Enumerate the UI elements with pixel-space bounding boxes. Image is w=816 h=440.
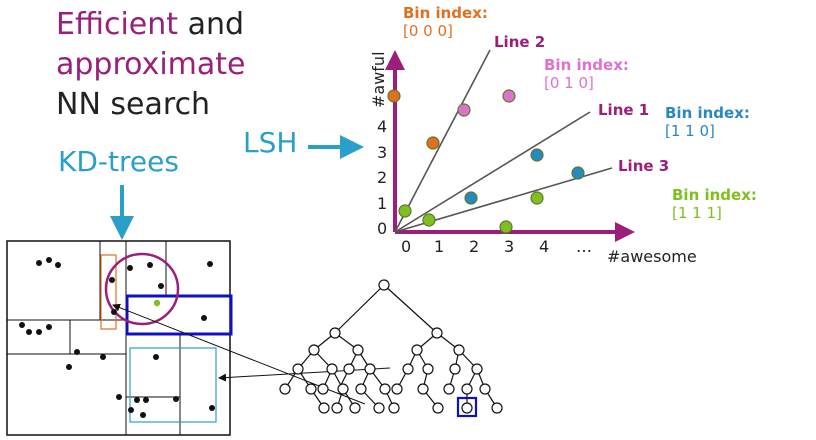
bin-label-111: Bin index: [1 1 1] (672, 186, 757, 222)
bin-value: [1 1 1] (672, 204, 722, 222)
lsh-plot: #awful #awesome 0 1 2 3 4 … 0 1 2 3 4 (369, 49, 697, 266)
x-tick: 3 (504, 237, 514, 256)
point-green (422, 213, 436, 227)
bin-title: Bin index: (672, 186, 757, 204)
point-teal (464, 191, 478, 205)
data-points (387, 89, 585, 234)
bin-title: Bin index: (665, 104, 750, 122)
y-tick: 3 (377, 143, 387, 162)
hash-line-1 (394, 111, 591, 233)
x-tick: 0 (401, 237, 411, 256)
title-and: and (178, 7, 245, 42)
line-1-label: Line 1 (598, 101, 650, 119)
point-orange (426, 136, 440, 150)
x-tick: 4 (539, 237, 549, 256)
kd-trees-label: KD-trees (58, 145, 179, 178)
query-point (153, 299, 161, 307)
light-blue-box (129, 347, 217, 423)
y-tick: 0 (377, 219, 387, 238)
point-green (499, 220, 513, 234)
kd-tree (279, 279, 503, 418)
point-pink (502, 89, 516, 103)
kd-partition (6, 240, 233, 436)
search-radius-circle (104, 252, 180, 326)
point-teal (530, 148, 544, 162)
title-line-3: NN search (56, 87, 211, 122)
bin-label-010: Bin index: [0 1 0] (544, 56, 629, 92)
y-axis-label: #awful (369, 51, 388, 108)
lsh-label: LSH (243, 126, 298, 159)
bin-value: [1 1 0] (665, 122, 715, 140)
x-tick: 1 (434, 237, 444, 256)
hash-line-2 (394, 49, 491, 233)
bin-label-110: Bin index: [1 1 0] (665, 104, 750, 140)
bin-value: [0 0 0] (403, 22, 453, 40)
line-3-label: Line 3 (618, 157, 670, 175)
orange-query-box (100, 254, 117, 330)
x-tick: 2 (469, 237, 479, 256)
y-tick: 4 (377, 117, 387, 136)
bin-title: Bin index: (544, 56, 629, 74)
y-tick: 1 (377, 194, 387, 213)
y-tick: 2 (377, 168, 387, 187)
bin-title: Bin index: (403, 4, 488, 22)
point-green (530, 191, 544, 205)
title-line-2: approximate (56, 47, 246, 82)
bin-label-000: Bin index: [0 0 0] (403, 4, 488, 40)
point-teal (571, 166, 585, 180)
navy-region-box (125, 294, 233, 336)
title-line-1: Efficient and (56, 8, 244, 42)
x-axis-label: #awesome (607, 247, 697, 266)
bin-value: [0 1 0] (544, 74, 594, 92)
title-efficient: Efficient (56, 7, 179, 42)
point-green (398, 204, 412, 218)
line-2-label: Line 2 (494, 33, 546, 51)
kd-points (19, 257, 215, 418)
highlighted-leaf-box (456, 396, 478, 418)
x-tick: … (576, 237, 592, 256)
point-pink (457, 103, 471, 117)
point-orange (387, 89, 401, 103)
